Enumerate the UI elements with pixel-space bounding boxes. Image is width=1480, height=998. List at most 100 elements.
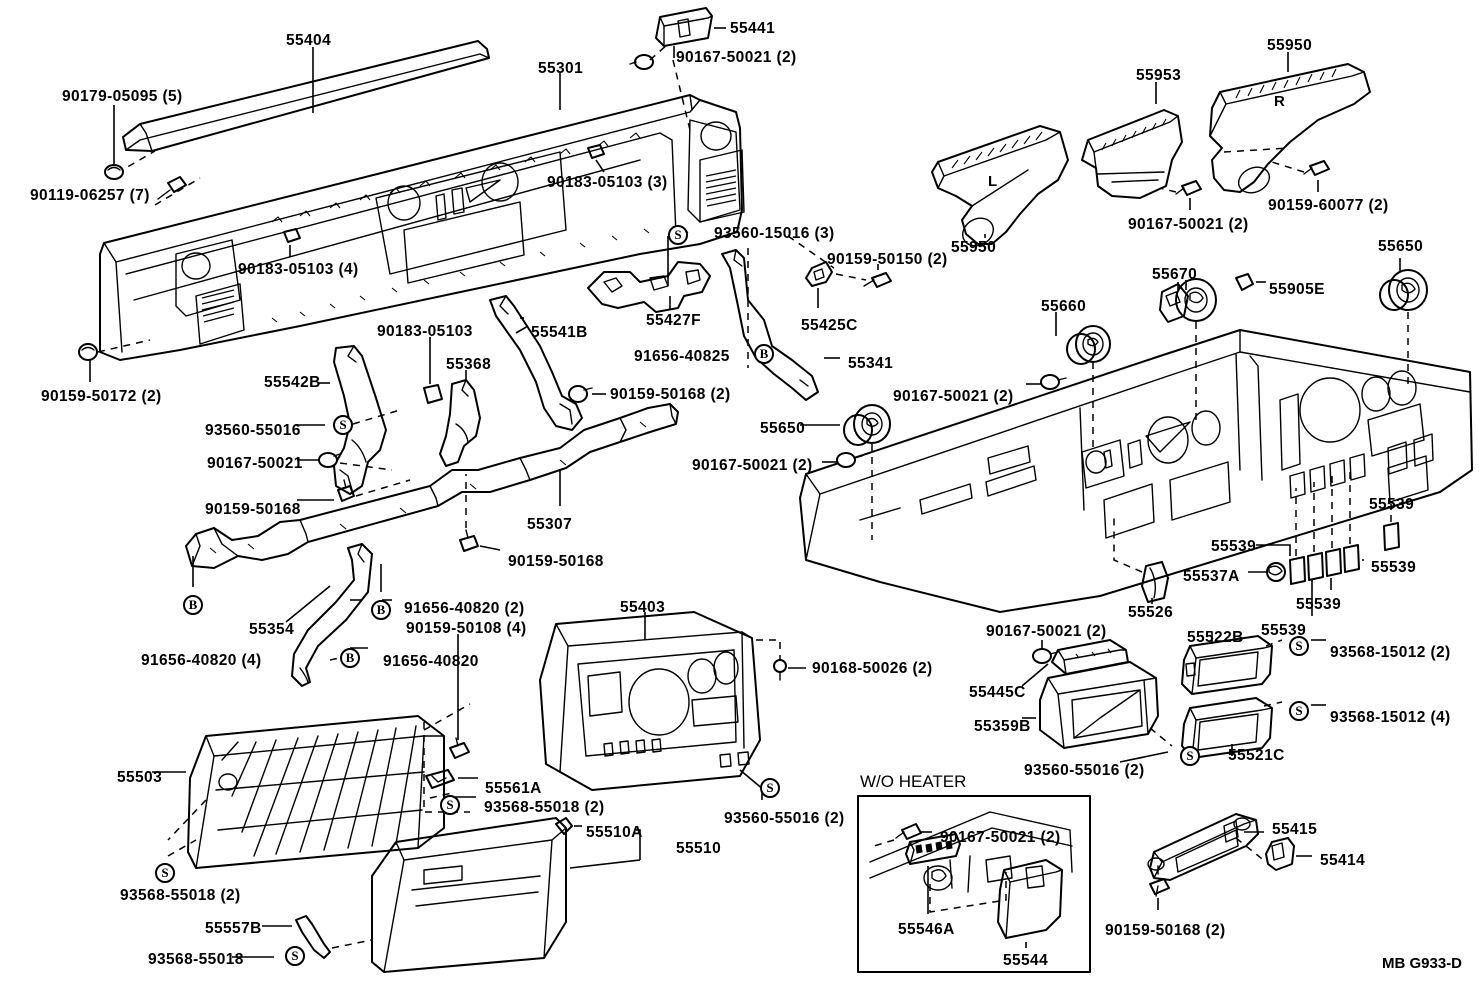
- part-label: 93560-15016 (3): [714, 225, 835, 242]
- fastener-90167-50021-c: [1026, 374, 1067, 390]
- reference-marker-s: S: [668, 225, 688, 245]
- part-label: 55341: [848, 355, 894, 372]
- fastener-90167-50021-duct: [1159, 180, 1202, 210]
- right-instrument-panel: [799, 329, 1473, 613]
- part-label: 55557B: [205, 920, 262, 937]
- fastener-90159-50168-b: [297, 479, 411, 502]
- part-55427F: [587, 261, 711, 313]
- part-label: 91656-40825: [634, 348, 730, 365]
- part-label: 93568-15012 (2): [1330, 644, 1451, 661]
- fastener-90159-50168-handle: [1149, 865, 1170, 910]
- reference-marker-s: S: [1180, 746, 1200, 766]
- part-55660: [1055, 312, 1111, 452]
- part-label: 55539: [1371, 559, 1417, 576]
- part-label: 55414: [1320, 852, 1366, 869]
- part-label: 90167-50021 (2): [692, 457, 813, 474]
- part-55510-door: [371, 817, 641, 973]
- part-label: 55301: [538, 60, 584, 77]
- fastener-90159-50172: [78, 339, 151, 382]
- part-label: 90159-50108 (4): [406, 620, 527, 637]
- part-label: 55368: [446, 356, 492, 373]
- part-55441: [655, 7, 713, 47]
- part-55526: [1113, 518, 1169, 604]
- part-label: 90183-05103 (4): [238, 261, 359, 278]
- part-label: 90168-50026 (2): [812, 660, 933, 677]
- part-label: 93568-55018 (2): [120, 887, 241, 904]
- part-label: 55441: [730, 20, 776, 37]
- part-label: 90179-05095 (5): [62, 88, 183, 105]
- fastener-90159-50150: [863, 264, 892, 288]
- part-label: 90183-05103: [377, 323, 473, 340]
- part-label: 90183-05103 (3): [547, 174, 668, 191]
- part-55544: [997, 859, 1063, 948]
- part-label: 91656-40820: [383, 653, 479, 670]
- part-label: 90167-50021: [207, 455, 303, 472]
- part-55546A: [905, 833, 961, 914]
- fastener-90159-60077: [1271, 160, 1330, 192]
- part-label: 55403: [620, 599, 666, 616]
- part-label: 90119-06257 (7): [30, 187, 150, 204]
- part-label: 55539: [1261, 622, 1307, 639]
- part-label: 55541B: [531, 324, 588, 341]
- part-55359B: [1022, 661, 1173, 749]
- reference-marker-s: S: [1289, 701, 1309, 721]
- part-55541B: [489, 295, 583, 431]
- part-55670: [1159, 278, 1217, 424]
- diagram-footer-code: MB G933-D: [1382, 955, 1463, 972]
- part-55561A: [425, 769, 478, 789]
- part-label: 93568-55018 (2): [484, 799, 605, 816]
- part-55950-right: R: [1209, 52, 1371, 194]
- part-label: 91656-40820 (2): [404, 600, 525, 617]
- part-label: 55544: [1003, 952, 1049, 969]
- part-55510A: [555, 817, 641, 845]
- fastener-90167-50021-b: [297, 452, 393, 471]
- fastener-90159-50168-c: [459, 474, 501, 552]
- part-label: 55526: [1128, 604, 1174, 621]
- part-label: 55950: [1267, 37, 1313, 54]
- part-label: 55404: [286, 32, 332, 49]
- part-label: 55561A: [485, 780, 542, 797]
- part-55307-beam: [185, 403, 679, 569]
- part-label: 55510A: [586, 824, 643, 841]
- part-55503-glovebox: [152, 703, 471, 869]
- part-55953: [1081, 82, 1183, 199]
- fastener-90183-05103-mid: [423, 337, 443, 404]
- part-55522B: [1181, 632, 1283, 695]
- part-label: 55354: [249, 621, 295, 638]
- part-label: 55415: [1272, 821, 1318, 838]
- part-label: 93568-15012 (4): [1330, 709, 1451, 726]
- part-label: 90159-50168: [205, 501, 301, 518]
- part-label: 55660: [1041, 298, 1087, 315]
- part-label: 90159-50168: [508, 553, 604, 570]
- part-55354: [285, 543, 373, 687]
- part-label: 90167-50021 (2): [1128, 216, 1249, 233]
- svg-text:R: R: [1274, 93, 1285, 110]
- part-55414-cap: [1265, 837, 1312, 871]
- fastener-90167-50021-e: [1032, 640, 1059, 664]
- part-label: 55953: [1136, 67, 1182, 84]
- part-label: 55539: [1211, 538, 1257, 555]
- fastener-90167-50021-a: [629, 43, 669, 70]
- part-label: 90159-50172 (2): [41, 388, 162, 405]
- inset-caption: W/O HEATER: [860, 772, 967, 791]
- reference-marker-b: B: [754, 344, 774, 364]
- part-label: 90167-50021 (2): [986, 623, 1107, 640]
- part-55905E: [1235, 273, 1266, 291]
- inset-wo-heater: [857, 795, 1091, 973]
- fastener-90167-50021-inset: [873, 823, 932, 847]
- fastener-90159-50168-a: [568, 385, 606, 403]
- svg-text:L: L: [988, 173, 997, 190]
- part-55415-handle: [1147, 813, 1267, 881]
- fastener-90167-50021-d: [822, 452, 863, 468]
- reference-marker-b: B: [371, 600, 391, 620]
- part-label: 93560-55016 (2): [1024, 762, 1145, 779]
- part-label: 55546A: [898, 921, 955, 938]
- part-label: 55427F: [646, 312, 701, 329]
- part-label: 55521C: [1228, 747, 1285, 764]
- part-55445C: [1021, 639, 1129, 687]
- part-55425C: [787, 235, 892, 308]
- part-label: 55650: [1378, 238, 1424, 255]
- reference-marker-s: S: [285, 946, 305, 966]
- small-knob-group: [1248, 470, 1400, 616]
